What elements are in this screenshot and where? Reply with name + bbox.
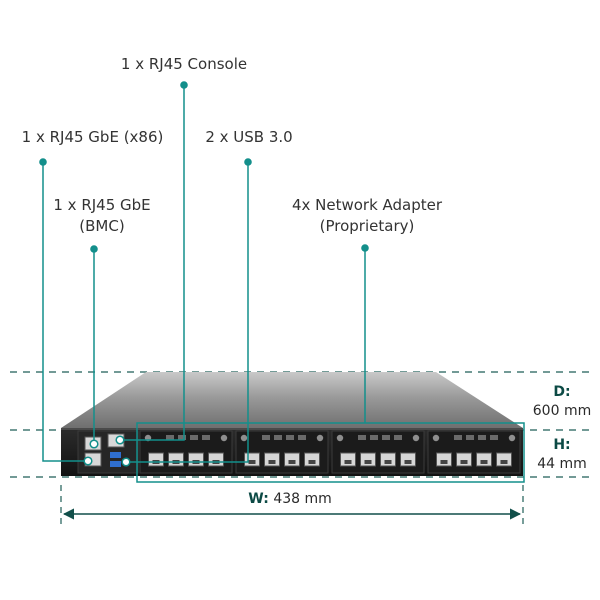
- rj45-port: [360, 452, 376, 467]
- gbe-x86-dot-top: [39, 158, 47, 166]
- adapter-vent: [178, 435, 186, 440]
- rj45-port: [244, 452, 260, 467]
- adapter-screw: [316, 434, 324, 442]
- rj45-port: [304, 452, 320, 467]
- adapter-screw: [240, 434, 248, 442]
- adapter-screw: [432, 434, 440, 442]
- rj45-port-slot: [344, 460, 352, 464]
- rj45-port: [340, 452, 356, 467]
- rj45-port: [400, 452, 416, 467]
- rj45-port-slot: [288, 460, 296, 464]
- rj45-port-slot: [364, 460, 372, 464]
- rj45-port-slot: [384, 460, 392, 464]
- adapter-vent: [166, 435, 174, 440]
- rj45-port: [208, 452, 224, 467]
- adapter-vent: [478, 435, 486, 440]
- callout-lines: [42, 86, 366, 463]
- gbe-x86-label: 1 x RJ45 GbE (x86): [21, 128, 164, 146]
- chassis-top: [61, 372, 523, 428]
- adapter-vent: [262, 435, 270, 440]
- rj45-port: [168, 452, 184, 467]
- rj45-port: [264, 452, 280, 467]
- adapter-vent: [286, 435, 294, 440]
- gbe-bmc-label-line2: (BMC): [79, 217, 125, 235]
- height-dimension: H: 44 mm: [520, 436, 600, 474]
- rj45-port: [496, 452, 512, 467]
- rj45-port: [148, 452, 164, 467]
- gbe-x86-line: [42, 163, 88, 462]
- console-line: [120, 86, 185, 441]
- adapter-dot-top: [361, 244, 369, 252]
- depth-value: 600 mm: [532, 403, 592, 419]
- rj45-port: [284, 452, 300, 467]
- adapter-highlight-box: [136, 422, 525, 483]
- rj45-port: [476, 452, 492, 467]
- adapter-vent: [358, 435, 366, 440]
- depth-dimension: D: 600 mm: [520, 383, 600, 421]
- rj45-port-slot: [500, 460, 508, 464]
- depth-key: D:: [553, 384, 571, 400]
- gbe-bmc-label-line1: 1 x RJ45 GbE: [53, 196, 151, 214]
- rj45-port: [436, 452, 452, 467]
- adapter-screw: [508, 434, 516, 442]
- rj45-port: [188, 452, 204, 467]
- adapter-label: 4x Network Adapter (Proprietary): [278, 195, 456, 237]
- rj45-port-slot: [268, 460, 276, 464]
- console-label: 1 x RJ45 Console: [120, 55, 248, 73]
- gbe-x86-ring: [83, 456, 93, 466]
- width-value: 438 mm: [273, 491, 332, 507]
- usb-label: 2 x USB 3.0: [205, 128, 293, 146]
- usb-ring: [121, 457, 131, 467]
- adapter-vent: [370, 435, 378, 440]
- chassis-front-edge: [61, 428, 523, 430]
- adapter-label-line2: (Proprietary): [319, 217, 415, 235]
- server-chassis: [61, 372, 525, 483]
- gbe-bmc-ring: [89, 439, 99, 449]
- rj45-port-slot: [440, 460, 448, 464]
- console-ring: [115, 435, 125, 445]
- console-dot-top: [180, 81, 188, 89]
- rj45-port-slot: [404, 460, 412, 464]
- adapter-vent: [202, 435, 210, 440]
- adapter-vent: [274, 435, 282, 440]
- rj45-port: [456, 452, 472, 467]
- adapter-vent: [490, 435, 498, 440]
- usb-port-1: [110, 452, 121, 458]
- rj45-port-slot: [460, 460, 468, 464]
- rj45-port-slot: [248, 460, 256, 464]
- rj45-port: [380, 452, 396, 467]
- adapter-screw: [220, 434, 228, 442]
- usb-line: [126, 163, 249, 463]
- rj45-port-slot: [480, 460, 488, 464]
- width-key: W:: [248, 491, 269, 507]
- callout-dots: [39, 81, 369, 253]
- width-dimension: W: 438 mm: [210, 490, 370, 509]
- adapter-label-line1: 4x Network Adapter: [291, 196, 443, 214]
- callout-end-rings: [83, 435, 131, 467]
- adapter-vent: [454, 435, 462, 440]
- adapter-screw: [412, 434, 420, 442]
- height-value: 44 mm: [537, 456, 587, 472]
- adapter-vent: [298, 435, 306, 440]
- usb-dot-top: [244, 158, 252, 166]
- gbe-bmc-label: 1 x RJ45 GbE (BMC): [42, 195, 162, 237]
- rj45-port-slot: [308, 460, 316, 464]
- adapter-vent: [190, 435, 198, 440]
- adapter-screw: [336, 434, 344, 442]
- gbe-bmc-dot-top: [90, 245, 98, 253]
- adapter-vent: [382, 435, 390, 440]
- usb-port-2: [110, 461, 121, 467]
- height-key: H:: [553, 437, 571, 453]
- adapter-vent: [466, 435, 474, 440]
- adapter-vent: [394, 435, 402, 440]
